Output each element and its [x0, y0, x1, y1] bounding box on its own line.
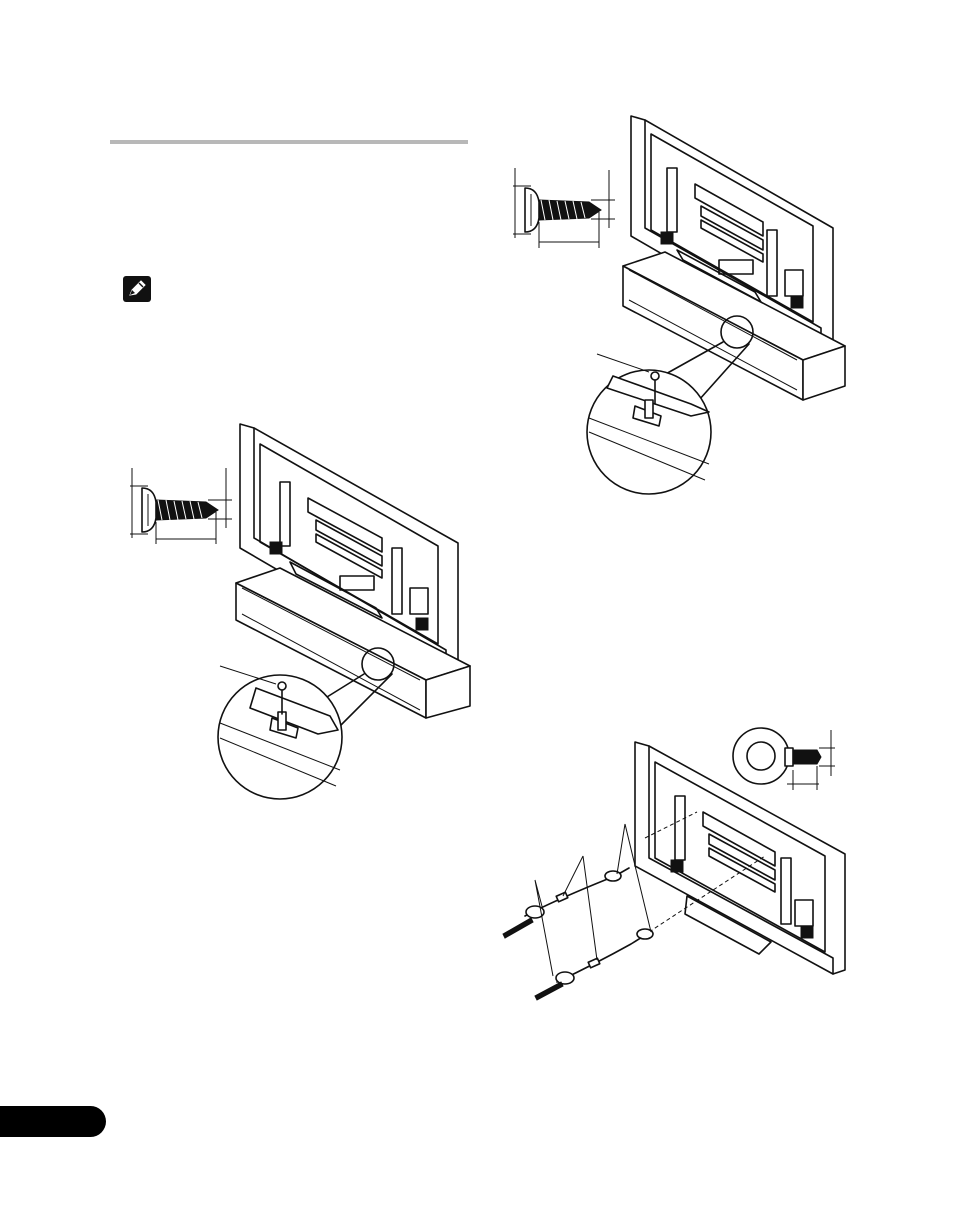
- wood-screw-illustration: [513, 168, 615, 248]
- label-leader-lines: [535, 824, 651, 976]
- wood-screw-illustration: [130, 468, 232, 544]
- illustration-tv-stand-screw-1: [120, 418, 475, 803]
- section-divider-rule: [110, 140, 468, 144]
- illustration-tv-anchor-wires: [495, 720, 855, 1020]
- illustration-tv-stand-screw-2: [505, 110, 855, 500]
- page-number-tab: [0, 1106, 106, 1137]
- pencil-note-icon: [123, 276, 151, 302]
- plasma-tv-rear: [635, 742, 845, 974]
- eye-bolt-illustration: [733, 728, 835, 790]
